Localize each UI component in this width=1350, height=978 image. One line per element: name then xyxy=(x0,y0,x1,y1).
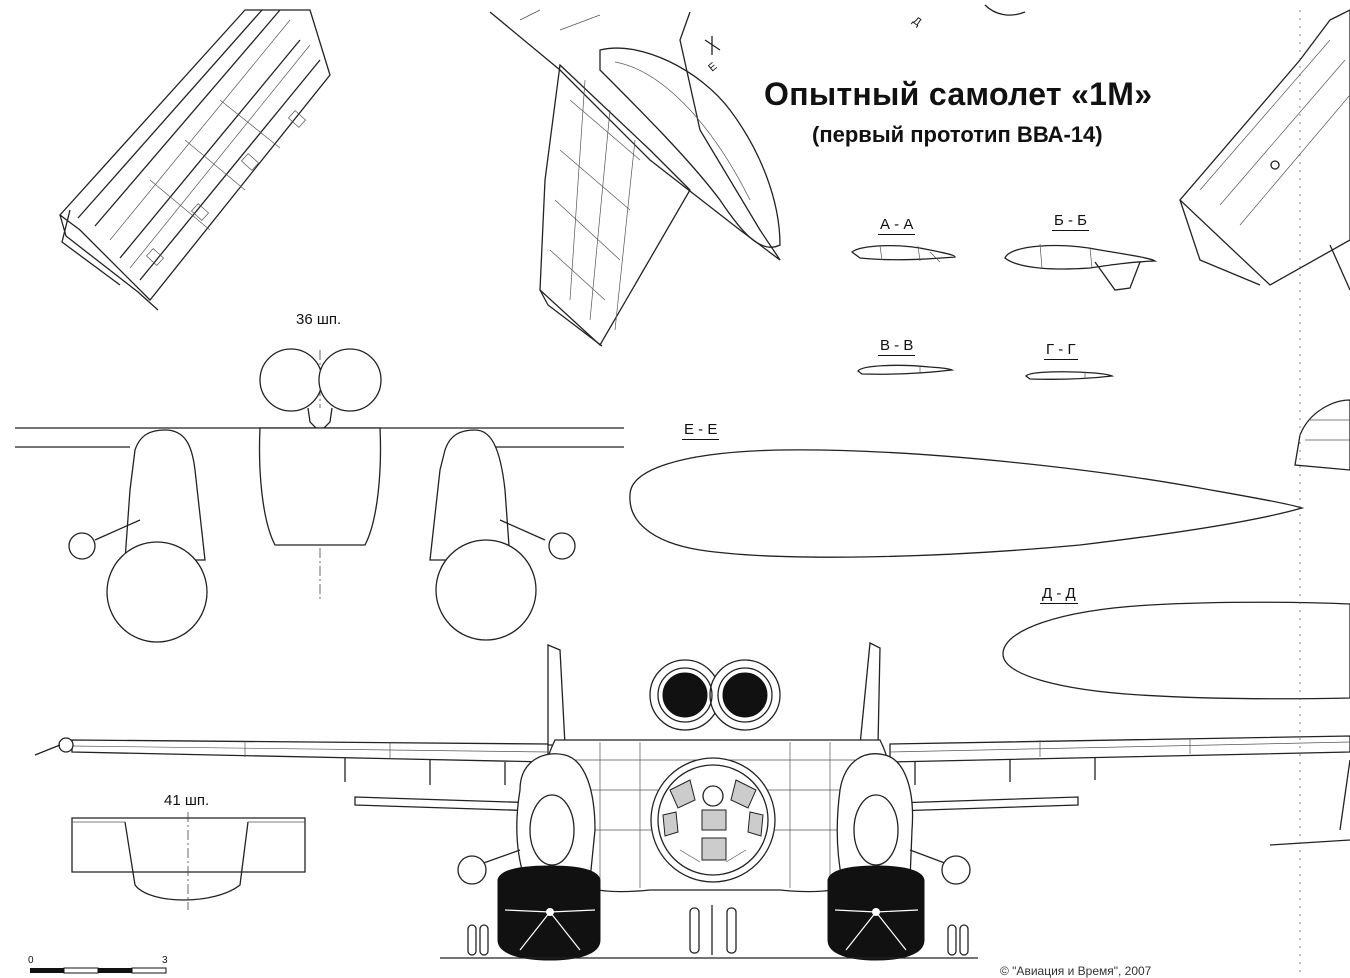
label-frame-36: 36 шп. xyxy=(296,311,342,328)
frame-41-section xyxy=(71,812,306,910)
front-view-aircraft xyxy=(34,641,1350,961)
label-section-gg: Г - Г xyxy=(1044,341,1078,360)
label-section-bb: Б - Б xyxy=(1052,212,1090,231)
page-title: Опытный самолет «1М» xyxy=(764,76,1153,112)
airfoil-section-vv xyxy=(857,364,955,375)
wing-plan-view-center xyxy=(489,9,781,347)
airfoil-section-dd xyxy=(1002,601,1350,700)
label-frame-41: 41 шп. xyxy=(164,792,210,809)
view-mark-e: Е xyxy=(706,60,719,74)
airfoil-section-gg xyxy=(1025,371,1115,380)
page-subtitle: (первый прототип ВВА-14) xyxy=(812,122,1103,147)
view-mark-d: Д xyxy=(910,15,923,29)
label-section-vv: В - В xyxy=(878,337,916,356)
scale-bar xyxy=(30,967,167,974)
nacelle-fragment-right xyxy=(1179,9,1350,846)
label-section-ee: Е - Е xyxy=(682,421,720,440)
airfoil-section-aa xyxy=(850,245,956,263)
scale-start-label: 0 xyxy=(28,955,34,966)
airfoil-section-ee xyxy=(629,449,1305,558)
scale-end-label: 3 xyxy=(162,955,168,966)
label-section-aa: А - А xyxy=(878,216,916,235)
fragment-top xyxy=(984,4,1026,16)
label-section-dd: Д - Д xyxy=(1040,585,1078,604)
copyright-note: © "Авиация и Время", 2007 xyxy=(1000,964,1152,978)
frame-36-section xyxy=(15,348,624,643)
wing-plan-view-left xyxy=(59,9,331,311)
airfoil-section-bb xyxy=(1004,243,1158,291)
